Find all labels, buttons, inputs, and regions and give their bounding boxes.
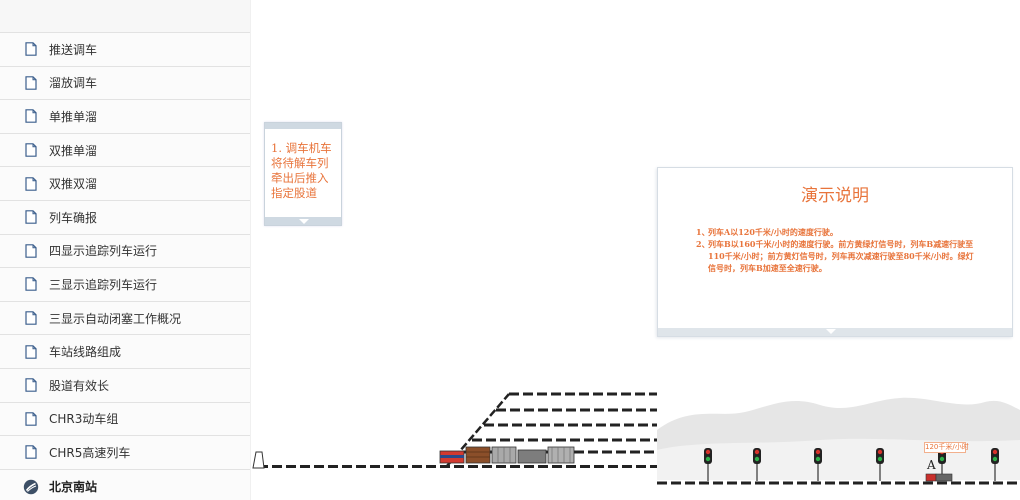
sidebar-item-label: 四显示追踪列车运行 [49, 244, 158, 259]
shunting-caption: 1. 调车机车将待解车列牵出后推入指定股道 [271, 141, 332, 200]
document-icon [25, 445, 37, 460]
sidebar-item[interactable]: 股道有效长 [0, 368, 250, 403]
yard-sidings [446, 392, 657, 467]
sidebar-item[interactable]: 双推双溜 [0, 167, 250, 201]
sidebar-item[interactable]: CHR5高速列车 [0, 436, 250, 470]
sidebar-item-label: CHR5高速列车 [49, 445, 131, 460]
sidebar-item-label: 双推双溜 [49, 177, 98, 192]
document-icon [25, 143, 37, 157]
demo-title: 演示说明 [801, 186, 869, 206]
demo-item-text: 列车B以160千米/小时的速度行驶。前方黄绿灯信号时，列车B减速行驶至110千米… [708, 239, 974, 273]
document-icon [25, 311, 37, 325]
demo-instructions-panel: 演示说明 1、列车A以120千米/小时的速度行驶。2、列车B以160千米/小时的… [657, 167, 1013, 337]
demo-panel-footer[interactable] [658, 328, 1012, 336]
train-a [925, 473, 953, 482]
boxcar [465, 446, 491, 464]
sidebar-item[interactable]: 双推单溜 [0, 133, 250, 168]
document-icon [25, 109, 37, 124]
sidebar-item[interactable]: 列车确报 [0, 200, 250, 235]
signal-3 [814, 448, 822, 481]
scroll-bottom-bar[interactable] [265, 217, 341, 225]
sidebar-item-label: 推送调车 [49, 42, 98, 57]
signal-4 [876, 448, 884, 481]
document-icon [25, 244, 37, 258]
demo-item-number: 1、 [696, 227, 710, 237]
sidebar-item[interactable]: 车站线路组成 [0, 335, 250, 369]
chevron-down-icon [826, 329, 836, 334]
train-label: A [927, 458, 936, 472]
document-icon [25, 176, 37, 191]
shunting-train [439, 446, 575, 464]
document-icon [25, 76, 37, 90]
demo-list-item: 1、列车A以120千米/小时的速度行驶。 [696, 226, 976, 238]
signal-6 [991, 448, 999, 481]
station-logo-icon [23, 479, 39, 494]
sidebar-item-label: 车站线路组成 [49, 345, 122, 360]
document-icon [25, 412, 37, 426]
sidebar-nav: 推送调车溜放调车单推单溜双推单溜双推双溜列车确报四显示追踪列车运行三显示追踪列车… [0, 33, 250, 470]
demo-list-item: 2、列车B以160千米/小时的速度行驶。前方黄绿灯信号时，列车B减速行驶至110… [696, 238, 976, 274]
sidebar-item-label: 列车确报 [49, 210, 98, 225]
sidebar-item-label: 三显示自动闭塞工作概况 [49, 311, 182, 326]
sidebar-item-label: 单推单溜 [49, 109, 98, 124]
sidebar-item[interactable]: 三显示追踪列车运行 [0, 268, 250, 302]
sidebar-item[interactable]: 单推单溜 [0, 100, 250, 134]
document-icon [25, 42, 37, 57]
sidebar-item[interactable]: 溜放调车 [0, 66, 250, 101]
demo-item-text: 列车A以120千米/小时的速度行驶。 [708, 227, 838, 237]
signal-scene [657, 340, 1020, 500]
signal-2 [753, 448, 761, 481]
sidebar: 推送调车溜放调车单推单溜双推单溜双推双溜列车确报四显示追踪列车运行三显示追踪列车… [0, 0, 251, 500]
scroll-top-bar [265, 123, 341, 129]
sidebar-item[interactable]: 三显示自动闭塞工作概况 [0, 301, 250, 336]
gondola-car [547, 446, 575, 464]
sidebar-item[interactable]: 四显示追踪列车运行 [0, 234, 250, 269]
shunting-caption-card: 1. 调车机车将待解车列牵出后推入指定股道 [264, 122, 342, 226]
sidebar-item-label: 北京南站 [49, 480, 98, 495]
sidebar-item-label: 双推单溜 [49, 143, 98, 158]
document-icon [25, 378, 37, 393]
sidebar-item[interactable]: 推送调车 [0, 33, 250, 67]
demo-item-number: 2、 [696, 239, 710, 249]
sidebar-header [0, 0, 250, 33]
sidebar-item-station[interactable]: 北京南站 [0, 469, 250, 500]
signal-1 [704, 448, 712, 481]
sidebar-item[interactable]: CHR3动车组 [0, 402, 250, 437]
buffer-stop [252, 451, 265, 469]
document-icon [25, 344, 37, 359]
sidebar-item-label: CHR3动车组 [49, 412, 119, 427]
sidebar-item-label: 溜放调车 [49, 76, 98, 91]
tank-car [517, 449, 547, 464]
sidebar-item-label: 股道有效长 [49, 378, 110, 393]
sidebar-item-label: 三显示追踪列车运行 [49, 277, 158, 292]
chevron-down-icon [299, 219, 309, 224]
demo-list: 1、列车A以120千米/小时的速度行驶。2、列车B以160千米/小时的速度行驶。… [696, 226, 976, 274]
speed-tag: 120千米/小时 [924, 442, 969, 453]
document-icon [25, 210, 37, 225]
document-icon [25, 277, 37, 292]
